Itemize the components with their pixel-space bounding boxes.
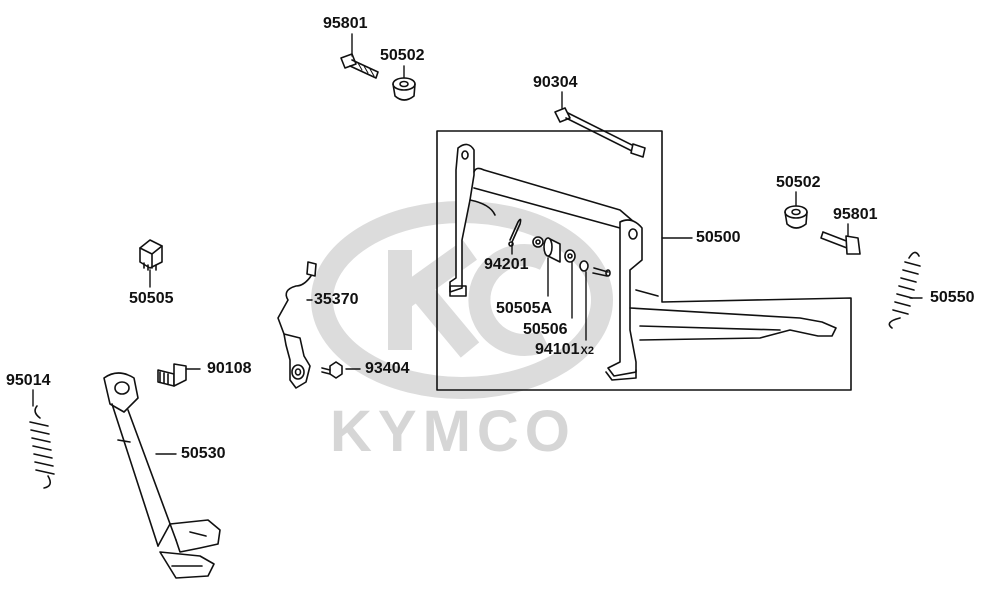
leader-lines	[32, 33, 923, 455]
part-label-95801-right: 95801	[833, 206, 878, 223]
part-label-50506: 50506	[523, 321, 568, 338]
assembly-outline	[436, 130, 852, 391]
part-label-50530: 50530	[181, 445, 226, 462]
washer-94101-left-icon	[532, 236, 544, 248]
part-label-35370: 35370	[314, 291, 359, 308]
stopper-50505-icon	[139, 239, 163, 271]
bolt-90304-icon	[554, 107, 646, 158]
part-label-95014: 95014	[6, 372, 51, 389]
part-label-50502-top: 50502	[380, 47, 425, 64]
part-label-93404: 93404	[365, 360, 410, 377]
switch-35370-icon	[277, 261, 317, 389]
bolt-95801-right-icon	[820, 231, 861, 255]
collar-50502-top-icon	[392, 77, 416, 101]
bush-50506-icon	[564, 249, 576, 263]
washer-94101-right-icon	[579, 260, 611, 277]
bolt-95801-top-icon	[340, 53, 379, 79]
main-stand-50500-icon	[449, 143, 837, 381]
collar-50502-right-icon	[784, 205, 808, 229]
part-label-94101: 94101X2	[535, 341, 594, 358]
part-label-90304: 90304	[533, 74, 578, 91]
bush-50505a-icon	[543, 237, 561, 263]
part-label-50505: 50505	[129, 290, 174, 307]
part-label-95801-top: 95801	[323, 15, 368, 32]
part-label-50502-right: 50502	[776, 174, 821, 191]
bolt-93404-icon	[321, 361, 343, 379]
bolt-90108-icon	[157, 363, 187, 387]
part-label-50500: 50500	[696, 229, 741, 246]
spring-95014-icon	[29, 405, 55, 489]
spring-50550-icon	[888, 251, 921, 329]
side-stand-50530-icon	[103, 372, 221, 579]
part-label-50505a: 50505A	[496, 300, 553, 317]
part-label-94201: 94201	[484, 256, 529, 273]
part-label-50550: 50550	[930, 289, 975, 306]
watermark-text: KYMCO	[330, 399, 576, 464]
part-label-90108: 90108	[207, 360, 252, 377]
cotter-pin-94201-icon	[508, 218, 522, 247]
